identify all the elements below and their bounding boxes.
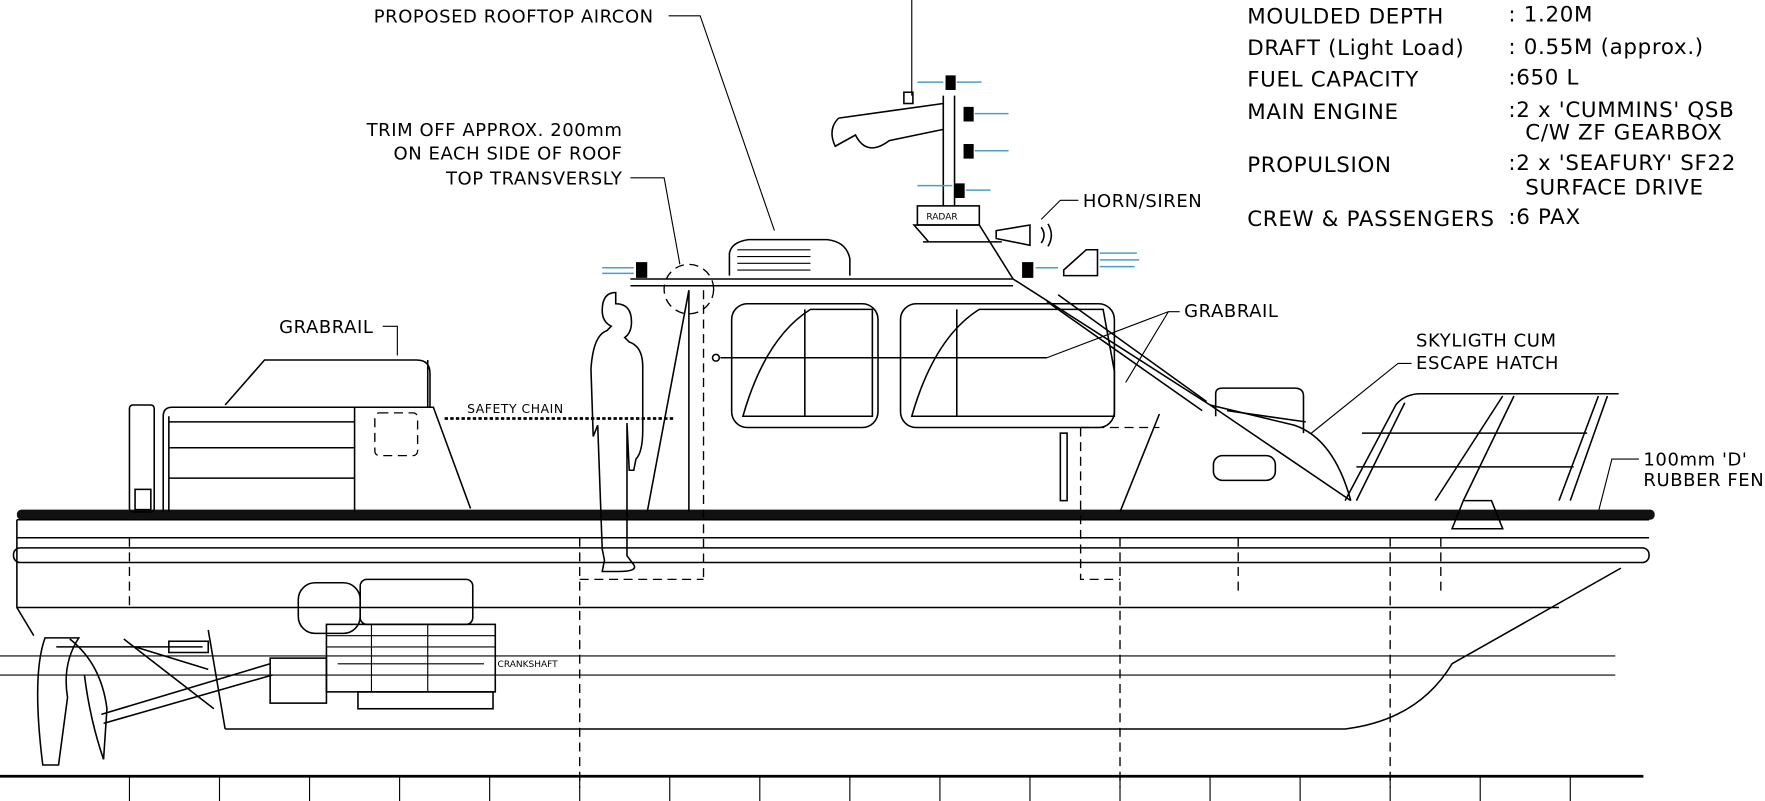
navigation-light-icon [635, 262, 648, 278]
spec-value-cont: SURFACE DRIVE [1525, 176, 1703, 201]
mast: RADAR [831, 75, 1014, 280]
searchlight-icon [1062, 248, 1099, 277]
bow-railing [1344, 392, 1619, 530]
grabrail-cabin-leader [1046, 311, 1180, 383]
spec-value-cont: C/W ZF GEARBOX [1525, 121, 1722, 146]
spec-label: PROPULSION [1247, 153, 1391, 178]
fender-label-line1: 100mm 'D' [1643, 450, 1747, 471]
spec-value: : 0.55M (approx.) [1508, 35, 1703, 60]
fender-leader [1597, 458, 1639, 513]
trim-label-line1: TRIM OFF APPROX. 200mm [366, 120, 623, 141]
cabin-window [730, 302, 879, 429]
aircon-leader [668, 15, 775, 231]
trim-label-line2: ON EACH SIDE OF ROOF [393, 144, 622, 165]
spec-label: FUEL CAPACITY [1247, 68, 1419, 93]
mast-lights [917, 75, 1009, 198]
aircon-label: PROPOSED ROOFTOP AIRCON [374, 7, 654, 28]
spec-label: CREW & PASSENGERS [1247, 207, 1494, 232]
hull [0, 290, 1655, 788]
grabrail-cabin-label: GRABRAIL [1184, 301, 1278, 322]
skylight-label-line2: ESCAPE HATCH [1416, 353, 1559, 374]
rubber-fender [16, 509, 1655, 520]
aft-seating [128, 359, 472, 513]
specification-table: MOULDED DEPTH : 1.20M DRAFT (Light Load)… [1247, 2, 1736, 232]
spec-value: : 1.20M [1508, 2, 1593, 27]
rooftop-aircon [728, 238, 851, 276]
spec-value: :650 L [1508, 65, 1579, 90]
horn-siren-icon [995, 223, 1053, 247]
safety-chain-label: SAFETY CHAIN [467, 402, 564, 416]
cabin [630, 278, 1352, 513]
skylight-leader [1311, 362, 1412, 434]
surface-drive [36, 637, 273, 766]
trim-detail-circle [663, 263, 715, 315]
baseline-ruler [0, 774, 1644, 801]
spec-label: MAIN ENGINE [1247, 100, 1398, 125]
radar-label: RADAR [926, 212, 957, 222]
grabrail-aft-label: GRABRAIL [279, 317, 373, 338]
spec-label: DRAFT (Light Load) [1247, 36, 1464, 61]
light-beam [602, 266, 634, 275]
horn-label: HORN/SIREN [1083, 191, 1202, 212]
main-engine: CRANKSHAFT [269, 578, 559, 710]
trim-leader [630, 177, 681, 265]
crankshaft-label: CRANKSHAFT [498, 660, 559, 670]
trim-label-line3: TOP TRANSVERSLY [445, 169, 623, 190]
cabin-window [899, 302, 1116, 429]
spec-value: :2 x 'SEAFURY' SF22 [1508, 151, 1736, 176]
porthole [1212, 454, 1277, 482]
grabrail-aft-leader [382, 325, 398, 356]
spec-value: :6 PAX [1508, 205, 1580, 230]
spec-value: :2 x 'CUMMINS' QSB [1508, 98, 1734, 123]
light-beam [1099, 252, 1140, 268]
fender-label-line2: RUBBER FEN [1643, 470, 1764, 491]
spec-label: MOULDED DEPTH [1247, 5, 1444, 30]
skylight-label-line1: SKYLIGTH CUM [1416, 331, 1557, 352]
person-figure-icon [590, 291, 644, 573]
navigation-light-icon [1022, 262, 1034, 278]
horn-leader [1040, 199, 1079, 220]
rub-rail [12, 547, 1650, 564]
